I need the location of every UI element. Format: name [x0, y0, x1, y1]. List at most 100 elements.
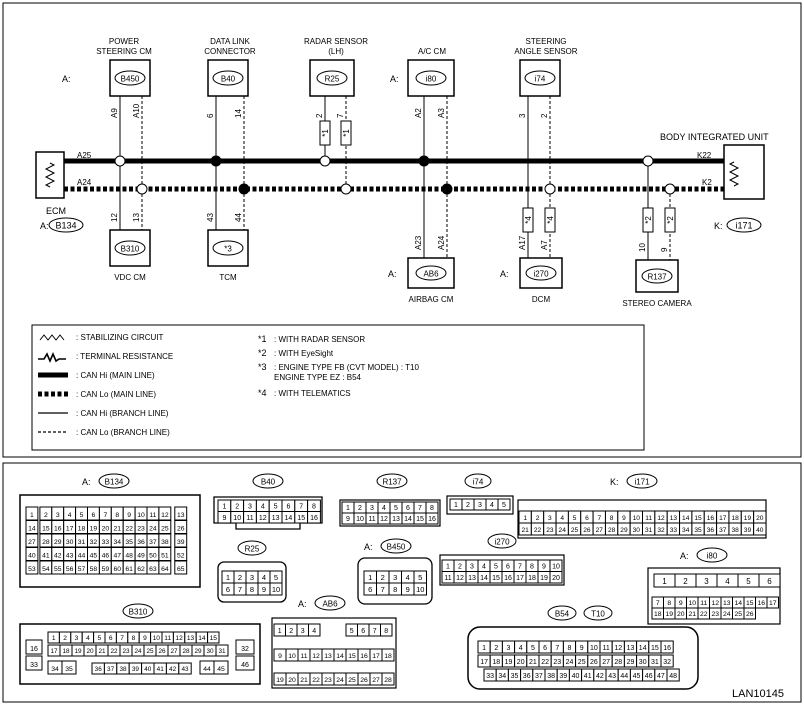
connector-i80-pin-number: 25: [734, 611, 742, 618]
terminal-resistance-icon: [38, 351, 66, 364]
connector-B40-pin-number: 8: [312, 504, 316, 511]
connector-B310-pin-number: 12: [175, 635, 183, 642]
connector-i171-pin-number: 25: [571, 527, 579, 534]
connector-B134-pin-number: 28: [42, 539, 50, 546]
junction-solid: [418, 155, 430, 167]
module-radar-lo-pin: 7: [336, 113, 345, 118]
module-dcm-option-mark: *4: [524, 216, 533, 224]
connector-AB6-pin-number: 5: [350, 628, 354, 635]
connector-B54-T10-pin-cell: [666, 668, 680, 682]
connector-i171-pin-number: 20: [756, 515, 764, 522]
connector-B134-pin-number: 4: [68, 512, 72, 519]
connector-B134-pin-cell: [25, 560, 39, 575]
stabilizing-circuit-icon: [39, 334, 65, 341]
connector-B134-pin-number: 53: [28, 566, 36, 573]
connector-i171-label-text: i171: [634, 478, 650, 487]
connector-i270-pin-number: 4: [482, 564, 486, 571]
connector-R137-pin-number: 5: [394, 505, 398, 512]
connector-B134-pin-number: 47: [113, 553, 121, 560]
connector-B40-label-oval: [252, 473, 284, 489]
connector-AB6-pin-number: 3: [301, 628, 305, 635]
connector-B40-label-text: B40: [261, 478, 276, 487]
junction-open: [136, 183, 148, 195]
connector-B54-T10-pin-number: 41: [584, 673, 592, 680]
connector-B40-pin-number: 7: [299, 504, 303, 511]
connector-B40-pin-number: 15: [297, 515, 305, 522]
connector-B54-T10-pin-number: 47: [657, 673, 665, 680]
legend-note-mark: *4: [258, 388, 267, 398]
connector-i270-pin-number: 16: [504, 575, 512, 582]
connector-R137-label-oval: [376, 473, 408, 489]
connector-i80-pin-number: 4: [725, 577, 730, 586]
connector-B134-pin-number: 62: [137, 566, 145, 573]
connector-AB6-pin-cell: [380, 623, 393, 637]
connector-B310-pin-number: 9: [143, 635, 147, 642]
connector-i171-pin-number: 39: [744, 527, 752, 534]
connector-i80-pin-number: 5: [746, 577, 751, 586]
module-dcm-option-box: [522, 207, 534, 233]
connector-B310-pin-number: 6: [109, 635, 113, 642]
connector-B134-pin-number: 37: [149, 539, 157, 546]
module-tcm-connector-oval: [212, 240, 244, 256]
connector-B310-pin-number: 44: [203, 666, 211, 673]
connector-B134-pin-number: 17: [66, 526, 74, 533]
connector-R25-pin-number: 4: [262, 573, 266, 582]
connector-i171-pin-number: 33: [670, 527, 678, 534]
connector-B310-pin-cell: [25, 655, 43, 671]
connector-B310-pin-number: 41: [157, 666, 165, 673]
connector-i80-pin-number: 11: [700, 600, 707, 607]
connector-i171-pin-number: 19: [744, 515, 752, 522]
connector-i270-pin-number: 7: [518, 564, 522, 571]
connector-AB6-pin-number: 22: [312, 677, 320, 684]
connector-i171-pin-number: 2: [536, 515, 540, 522]
connector-B54-T10-pin-number: 28: [614, 659, 622, 666]
connector-R25-pin-number: 10: [272, 585, 280, 594]
connector-R25-pin-number: 2: [238, 573, 242, 582]
connector-B134-pin-number: 33: [102, 539, 110, 546]
connector-AB6-prefix: A:: [298, 599, 307, 609]
connector-AB6-pin-number: 26: [360, 677, 368, 684]
connector-B54-T10-pin-number: 3: [507, 645, 511, 652]
connector-i74-label-oval: [464, 473, 492, 489]
legend-note: *1: WITH RADAR SENSOR: [258, 334, 365, 344]
connector-i270-pin-number: 2: [458, 564, 462, 571]
connector-B310-pin-number: 15: [210, 635, 218, 642]
body-unit-hi-pin: K22: [697, 151, 712, 160]
connector-i171-pin-number: 16: [707, 515, 715, 522]
module-dcm-prefix: A:: [500, 269, 509, 279]
connector-B310-pin-number: 46: [241, 662, 249, 669]
connector-i171-pin-number: 36: [707, 527, 715, 534]
connector-i270-pin-number: 5: [494, 564, 498, 571]
connector-B310-pin-number: 29: [194, 648, 202, 655]
module-dlc-connector-oval: [212, 70, 244, 86]
connector-B134-pin-number: 10: [137, 512, 145, 519]
connector-B310-pin-number: 36: [95, 666, 103, 673]
body-unit-connector-text: i171: [735, 221, 752, 231]
connector-R25-pin-number: 5: [274, 573, 278, 582]
connector-B40-pin-number: 3: [248, 504, 252, 511]
connector-B134-pin-number: 7: [103, 512, 107, 519]
connector-i171-pin-number: 23: [546, 527, 554, 534]
module-dcm-connector-oval: [525, 265, 557, 281]
connector-B54-T10-pin-number: 7: [555, 645, 559, 652]
connector-B310-pin-number: 7: [120, 635, 124, 642]
connector-R137-pin-number: 11: [368, 516, 375, 523]
connector-B134-pin-number: 57: [78, 566, 86, 573]
connector-B54-T10-pin-number: 48: [669, 673, 677, 680]
connector-B310-pin-number: 34: [51, 666, 59, 673]
connector-AB6-pin-cell: [381, 672, 395, 686]
connector-i74-label-text: i74: [473, 478, 484, 487]
connector-B450-pin-cell: [413, 582, 427, 596]
connector-i270-pin-number: 12: [456, 575, 464, 582]
connector-i80-pin-number: 17: [769, 600, 777, 607]
module-radar-hi-pin: 2: [315, 113, 324, 118]
connector-B310-pin-number: 10: [153, 635, 161, 642]
connector-B54-T10-pin-number: 31: [651, 659, 659, 666]
connector-AB6-label-oval: [314, 595, 346, 611]
connector-i171-pin-number: 24: [559, 527, 567, 534]
